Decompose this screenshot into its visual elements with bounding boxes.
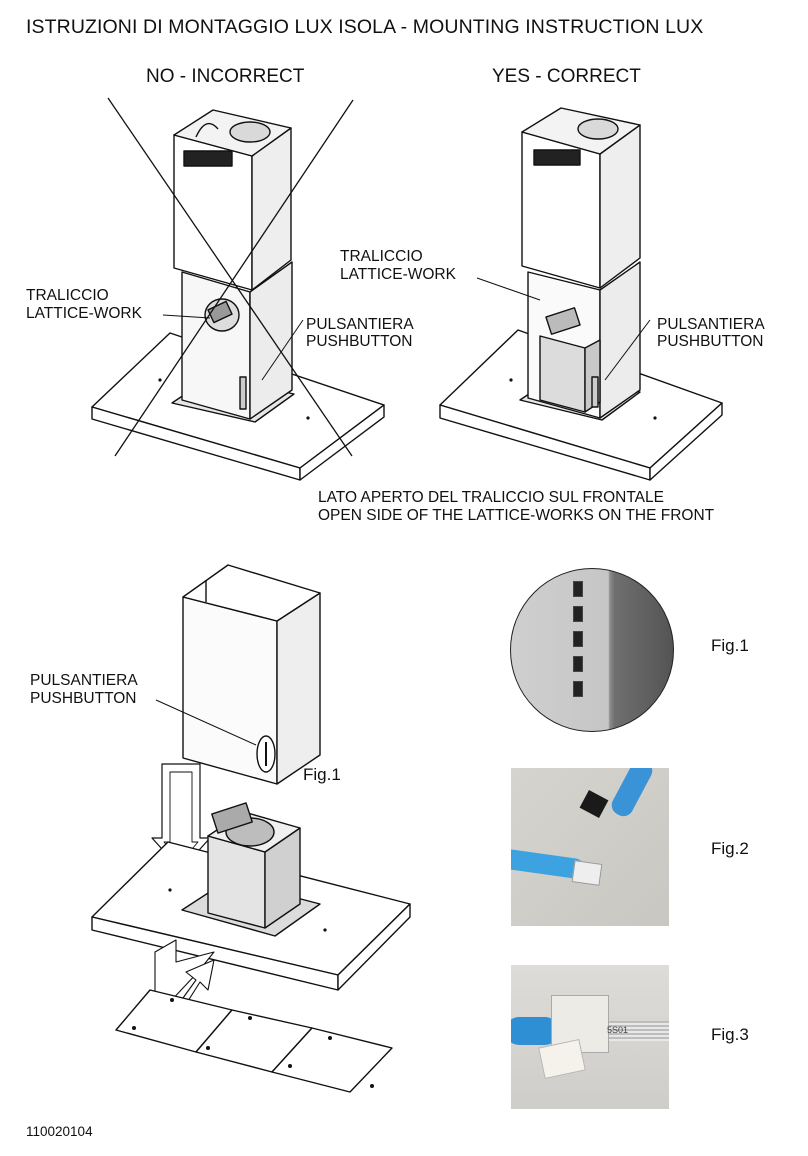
pushbutton-label-it-right: PULSANTIERA xyxy=(657,316,765,333)
pushbutton-label-en-assembly: PUSHBUTTON xyxy=(30,690,137,707)
correct-hood-drawing xyxy=(439,107,723,481)
lattice-label-it-right: TRALICCIO xyxy=(340,248,423,265)
fig2-label: Fig.2 xyxy=(711,839,749,858)
lattice-label-en-left: LATTICE-WORK xyxy=(26,305,142,322)
grease-filters-drawing xyxy=(115,989,393,1093)
fig1-callout-label: Fig.1 xyxy=(303,765,341,784)
page-title: ISTRUZIONI DI MONTAGGIO LUX ISOLA - MOUN… xyxy=(26,16,704,38)
connector-print: 5S01 xyxy=(607,1025,629,1035)
open-side-note-en: OPEN SIDE OF THE LATTICE-WORKS ON THE FR… xyxy=(318,507,715,524)
pushbutton-label-en-left: PUSHBUTTON xyxy=(306,333,413,350)
pushbutton-strip xyxy=(573,581,583,701)
fig1-label: Fig.1 xyxy=(711,636,749,655)
document-code: 110020104 xyxy=(26,1124,93,1139)
pushbutton-label-it-left: PULSANTIERA xyxy=(306,316,414,333)
chimney-cover-drawing xyxy=(182,564,321,785)
pushbutton-label-it-assembly: PULSANTIERA xyxy=(30,672,138,689)
fig3-connector-photo: 5S01 xyxy=(511,965,669,1109)
incorrect-hood-drawing xyxy=(91,109,385,481)
lattice-label-it-left: TRALICCIO xyxy=(26,287,109,304)
open-side-note-it: LATO APERTO DEL TRALICCIO SUL FRONTALE xyxy=(318,489,664,506)
pushbutton-label-en-right: PUSHBUTTON xyxy=(657,333,764,350)
lattice-label-en-right: LATTICE-WORK xyxy=(340,266,456,283)
fig2-connector-photo xyxy=(511,768,669,926)
correct-heading: YES - CORRECT xyxy=(492,66,641,87)
fig3-label: Fig.3 xyxy=(711,1025,749,1044)
hood-base-drawing xyxy=(91,802,411,991)
incorrect-heading: NO - INCORRECT xyxy=(146,66,305,87)
fig1-detail-photo xyxy=(510,568,674,732)
